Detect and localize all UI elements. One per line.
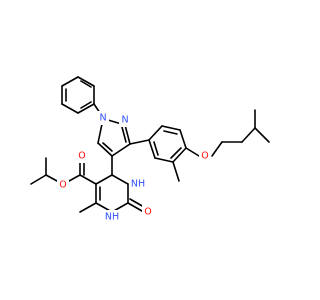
atom-nh-pyrimidine-upper: NH <box>129 177 147 191</box>
bond-aryl-oxygen <box>185 147 200 157</box>
isopropyl-group <box>30 157 58 185</box>
atom-o-urea-carbonyl: O <box>142 205 154 219</box>
atom-o-ether: O <box>199 149 211 163</box>
bond-ester-oxygen <box>68 174 81 182</box>
nh-pyrimidine-upper-label: NH <box>131 179 145 190</box>
chemical-structure-diagram: N N NH NH O O O O <box>30 76 270 224</box>
atom-labels: N N NH NH O O O O <box>57 111 211 224</box>
o-ether-label: O <box>201 151 208 162</box>
bond-ring-methyl <box>79 202 97 213</box>
pyrazole-ring <box>97 119 131 157</box>
atom-nh-pyrimidine-lower: NH <box>103 210 121 224</box>
bond-urea-carbonyl-b <box>129 198 145 208</box>
aryl-ring <box>148 125 187 163</box>
n-pyrazole-1-label: N <box>99 113 106 124</box>
bond-urea-carbonyl-a <box>127 202 143 212</box>
isopentyl-chain <box>211 109 270 157</box>
o-urea-carbonyl-label: O <box>144 207 151 218</box>
o-ester-single-label: O <box>59 180 66 191</box>
atom-n-pyrazole-1: N <box>97 111 109 125</box>
atom-o-ester-single: O <box>57 178 69 192</box>
nh-pyrimidine-lower-label: NH <box>105 212 119 223</box>
bond-ring-ester-carbon <box>79 174 97 185</box>
bond-pyrazole-aryl <box>129 139 150 145</box>
atom-o-ester-carbonyl: O <box>76 149 88 163</box>
dihydropyrimidinone-ring <box>95 174 129 213</box>
o-ester-carbonyl-label: O <box>78 151 85 162</box>
phenyl-ring <box>61 76 95 114</box>
bond-aryl-methyl <box>172 161 180 182</box>
atom-n-pyrazole-2: N <box>119 113 131 127</box>
n-pyrazole-2-label: N <box>121 115 128 126</box>
